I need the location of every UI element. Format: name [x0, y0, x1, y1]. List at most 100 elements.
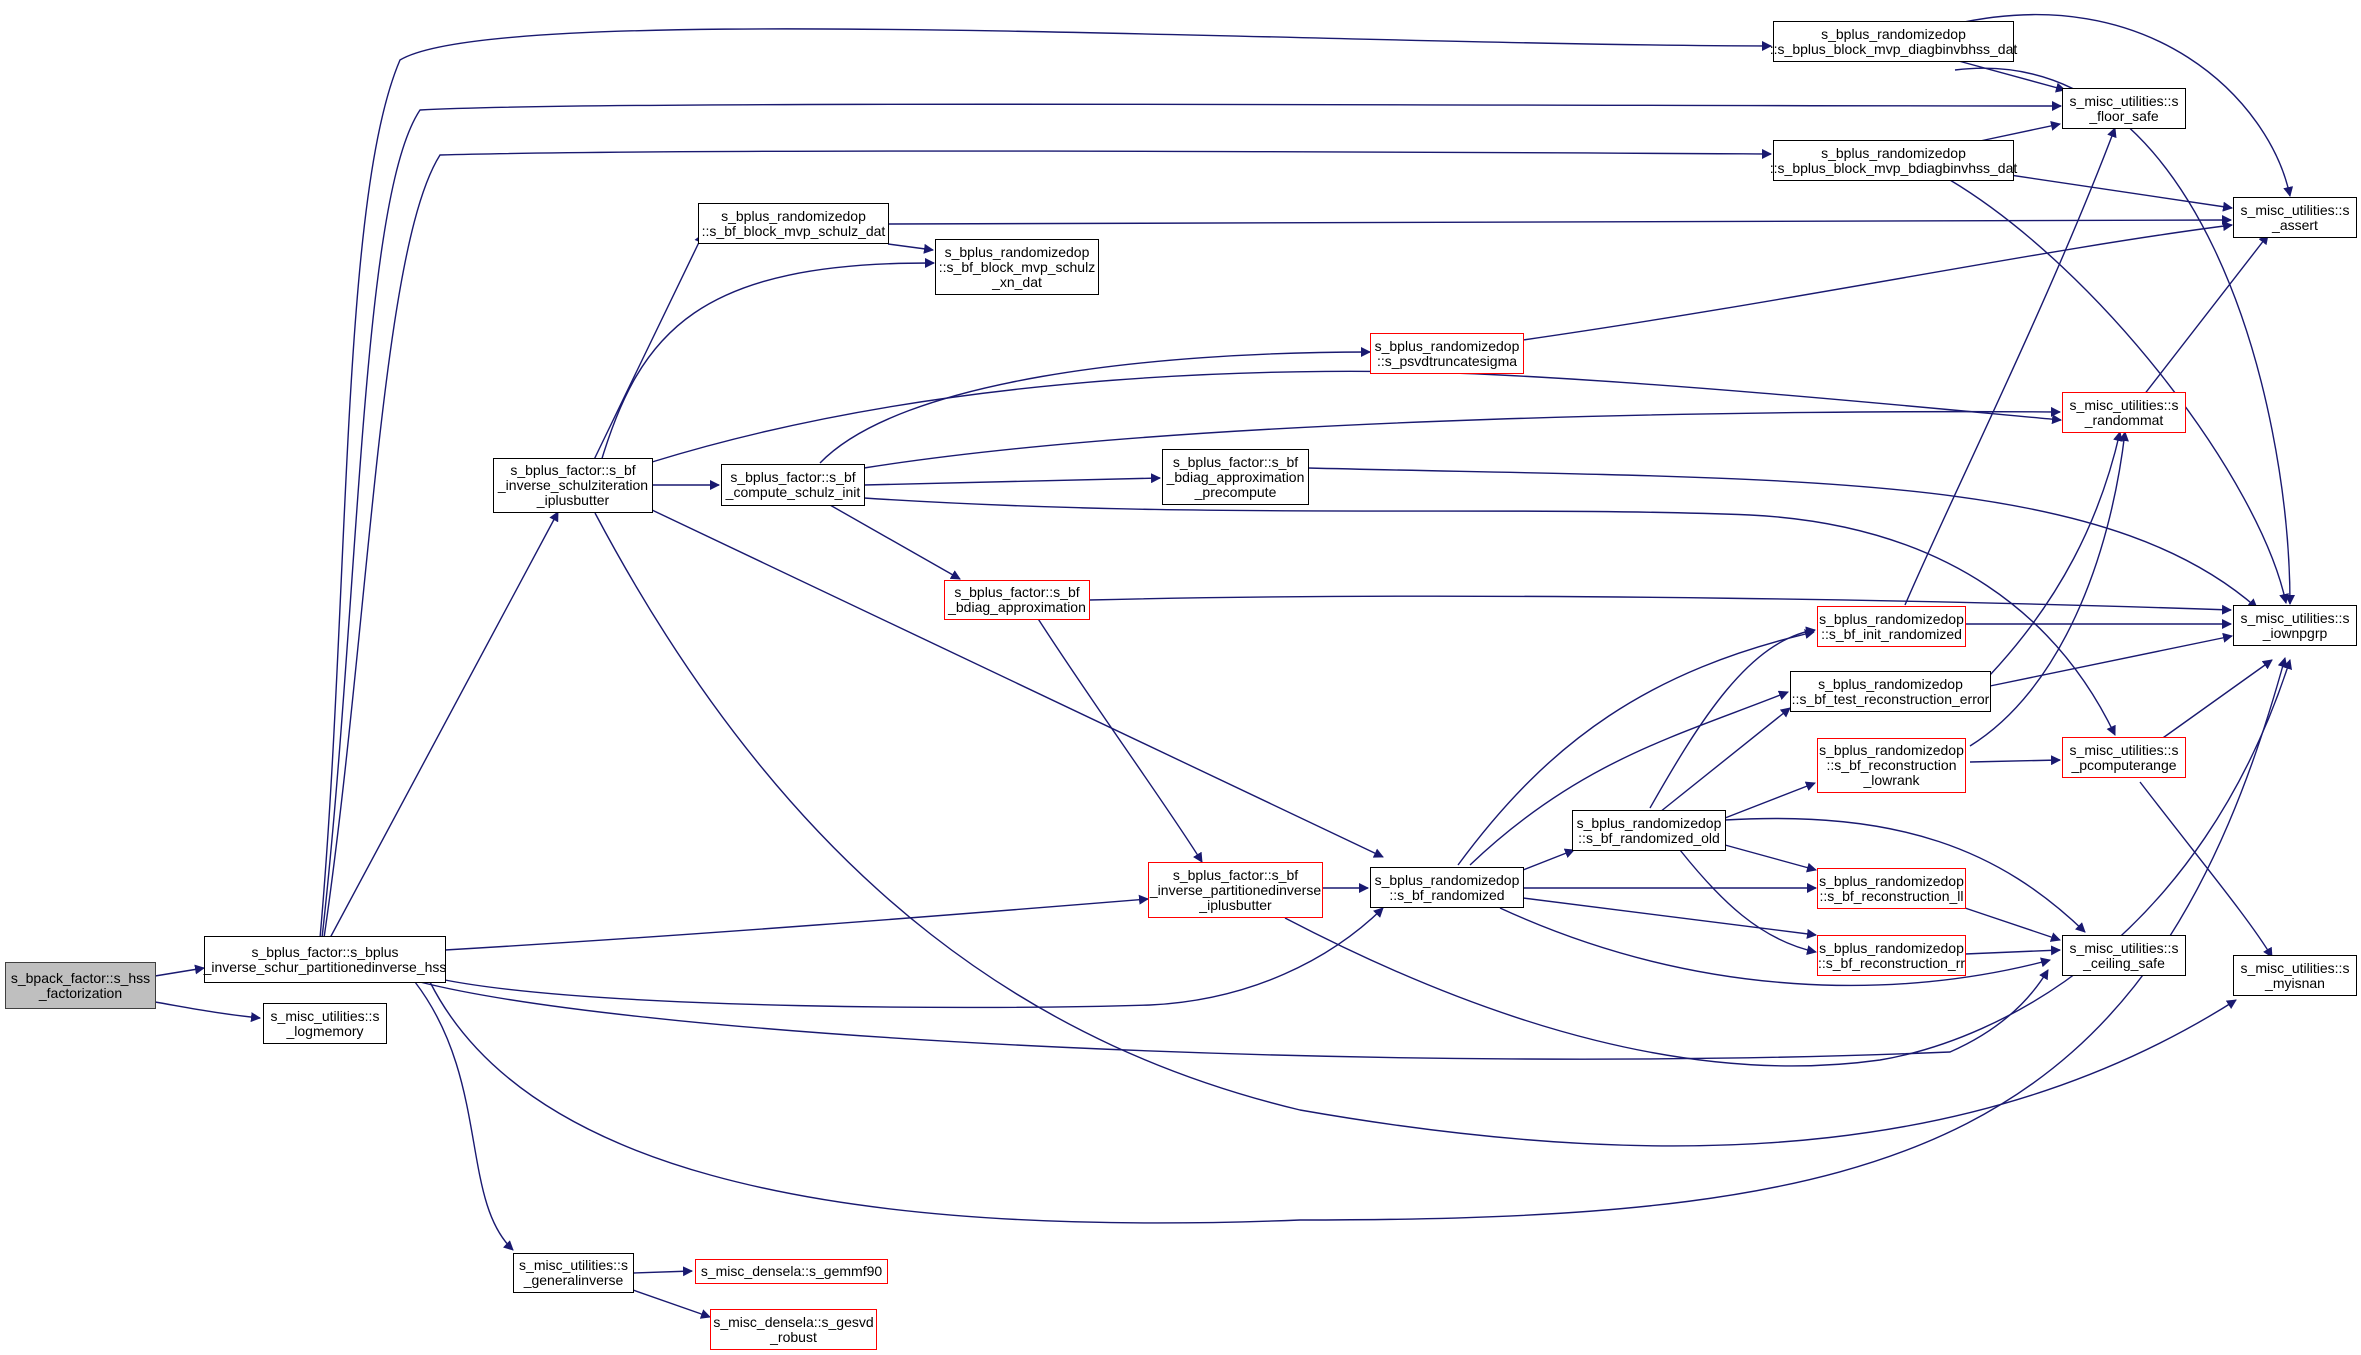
- edge-genin-gesvd: [632, 1289, 711, 1319]
- edge-initrand-floor: [1904, 127, 2117, 606]
- node-line: _bdiag_approximation: [1166, 468, 1305, 485]
- edge-root-hss: [154, 964, 205, 977]
- edge-hss-bfrand: [444, 907, 1384, 1009]
- node-line: _precompute: [1194, 483, 1277, 500]
- node-line: _xn_dat: [992, 273, 1042, 290]
- node-s-bplus-block-mvp-diagbinvbhss-dat[interactable]: s_bplus_randomizedop ::s_bplus_block_mvp…: [1770, 21, 2017, 62]
- edge-mvpschulz-mvpxn: [887, 243, 934, 254]
- node-line: _inverse_schur_partitionedinverse_hss: [203, 958, 447, 975]
- node-line: s_bplus_randomizedop: [1819, 610, 1964, 627]
- node-s-bplus-inverse-schur-partitionedinverse-hss[interactable]: s_bplus_factor::s_bplus _inverse_schur_p…: [204, 936, 446, 983]
- node-s-ceiling-safe[interactable]: s_misc_utilities::s _ceiling_safe: [2062, 935, 2186, 976]
- node-s-assert[interactable]: s_misc_utilities::s _assert: [2233, 197, 2357, 238]
- edge-testrec-iownpgrp: [1989, 632, 2233, 687]
- node-s-bf-bdiag-approximation-precompute[interactable]: s_bplus_factor::s_bf _bdiag_approximatio…: [1162, 449, 1309, 505]
- node-s-gesvd-robust[interactable]: s_misc_densela::s_gesvd _robust: [710, 1309, 877, 1350]
- node-s-bf-init-randomized[interactable]: s_bplus_randomizedop ::s_bf_init_randomi…: [1817, 606, 1966, 647]
- node-line: ::s_bf_reconstruction: [1826, 757, 1957, 773]
- node-line: s_bpack_factor::s_hss: [10, 969, 151, 986]
- edge-rbold-reclowrank: [1724, 781, 1816, 819]
- node-s-bf-randomized[interactable]: s_bplus_randomizedop ::s_bf_randomized: [1370, 867, 1524, 908]
- node-line: s_bplus_randomizedop: [1819, 742, 1964, 758]
- edge-diagbin-iownpgrp: [1954, 67, 2295, 605]
- node-s-logmemory[interactable]: s_misc_utilities::s _logmemory: [263, 1003, 387, 1044]
- node-line: s_misc_utilities::s: [2240, 609, 2350, 626]
- node-line: _myisnan: [2265, 974, 2325, 991]
- edge-partinv-iownpgrp: [1284, 659, 2293, 1067]
- edge-bdiagbin-iownpgrp: [1949, 179, 2290, 604]
- node-line: _factorization: [38, 984, 123, 1001]
- node-line: s_bplus_randomizedop: [1374, 337, 1520, 354]
- node-line: ::s_bf_randomized_old: [1578, 829, 1720, 846]
- node-line: s_bplus_factor::s_bf: [954, 584, 1080, 600]
- node-s-bf-block-mvp-schulz-dat[interactable]: s_bplus_randomizedop ::s_bf_block_mvp_sc…: [698, 203, 889, 244]
- node-line: s_bplus_randomizedop: [1818, 675, 1963, 692]
- node-line: ::s_bf_reconstruction_ll: [1819, 887, 1964, 904]
- edge-bdiagpre-iownpgrp: [1307, 467, 2258, 609]
- edge-diagbin-floor: [1954, 59, 2066, 93]
- node-line: _inverse_schulziteration: [497, 477, 649, 493]
- edge-pcompute-iownpgrp: [2159, 659, 2273, 741]
- edge-hss-partinv: [444, 894, 1149, 951]
- node-line: _compute_schulz_init: [725, 484, 861, 500]
- edge-psvd-assert: [1522, 221, 2233, 341]
- edge-genin-gemm: [632, 1266, 693, 1277]
- node-s-bf-inverse-schulziteration-iplusbutter[interactable]: s_bplus_factor::s_bf _inverse_schulziter…: [493, 458, 653, 513]
- node-s-bf-randomized-old[interactable]: s_bplus_randomizedop ::s_bf_randomized_o…: [1572, 810, 1726, 851]
- node-line: _pcomputerange: [2071, 756, 2177, 773]
- edge-schulz-mvpschulz: [589, 233, 704, 469]
- node-line: _bdiag_approximation: [948, 599, 1086, 615]
- node-s-bf-reconstruction-rr[interactable]: s_bplus_randomizedop ::s_bf_reconstructi…: [1817, 935, 1966, 976]
- edge-pcompute-myisnan: [2139, 781, 2273, 958]
- node-s-bf-compute-schulz-init[interactable]: s_bplus_factor::s_bf _compute_schulz_ini…: [721, 464, 865, 506]
- node-line: s_misc_utilities::s: [270, 1007, 380, 1024]
- node-line: s_bplus_factor::s_bplus: [251, 943, 399, 960]
- node-s-bf-inverse-partitionedinverse-iplusbutter[interactable]: s_bplus_factor::s_bf _inverse_partitione…: [1148, 862, 1323, 918]
- node-s-gemmf90[interactable]: s_misc_densela::s_gemmf90: [695, 1259, 888, 1284]
- edge-recll-ceiling: [1964, 907, 2061, 942]
- node-s-bplus-block-mvp-bdiagbinvhss-dat[interactable]: s_bplus_randomizedop ::s_bplus_block_mvp…: [1770, 140, 2017, 181]
- node-line: s_bplus_randomizedop: [1819, 872, 1964, 889]
- node-s-bf-test-reconstruction-error[interactable]: s_bplus_randomizedop ::s_bf_test_reconst…: [1790, 671, 1991, 712]
- node-s-bf-bdiag-approximation[interactable]: s_bplus_factor::s_bf _bdiag_approximatio…: [944, 580, 1090, 620]
- node-line: s_bplus_randomizedop: [1819, 939, 1964, 956]
- node-s-pcomputerange[interactable]: s_misc_utilities::s _pcomputerange: [2062, 737, 2186, 778]
- edge-bdiagbin-floor: [1979, 120, 2061, 142]
- node-line: ::s_bf_test_reconstruction_error: [1791, 690, 1990, 707]
- node-line: s_misc_utilities::s: [2069, 396, 2179, 413]
- node-s-randommat[interactable]: s_misc_utilities::s _randommat: [2062, 392, 2186, 433]
- node-line: s_bplus_factor::s_bf: [510, 462, 636, 478]
- edge-bfrand-recrr: [1522, 897, 1817, 939]
- edge-testrec-randommat: [1989, 431, 2123, 676]
- node-s-psvdtruncatesigma[interactable]: s_bplus_randomizedop ::s_psvdtruncatesig…: [1370, 333, 1524, 374]
- node-s-bf-reconstruction-ll[interactable]: s_bplus_randomizedop ::s_bf_reconstructi…: [1817, 868, 1966, 909]
- edge-hss-bdiagbin: [323, 148, 1772, 939]
- edge-hss-genin: [414, 981, 514, 1251]
- edge-root-logmem: [154, 1001, 261, 1023]
- edge-randommat-assert: [2139, 234, 2269, 401]
- edge-bfrand-initrand: [1457, 629, 1815, 866]
- node-s-bf-reconstruction-lowrank[interactable]: s_bplus_randomizedop ::s_bf_reconstructi…: [1817, 738, 1966, 793]
- node-line: s_misc_utilities::s: [519, 1257, 628, 1273]
- node-line: s_bplus_randomizedop: [944, 243, 1090, 260]
- node-line: s_misc_densela::s_gemmf90: [700, 1263, 883, 1279]
- edge-compute-pcompute: [863, 497, 2116, 736]
- edge-hss-floor: [321, 100, 2062, 939]
- node-line: s_bplus_factor::s_bf: [1172, 866, 1299, 883]
- node-s-myisnan[interactable]: s_misc_utilities::s _myisnan: [2233, 955, 2357, 996]
- node-s-generalinverse[interactable]: s_misc_utilities::s _generalinverse: [513, 1253, 634, 1293]
- node-s-iownpgrp[interactable]: s_misc_utilities::s _iownpgrp: [2233, 605, 2357, 646]
- node-s-bf-block-mvp-schulz-xn-dat[interactable]: s_bplus_randomizedop ::s_bf_block_mvp_sc…: [935, 239, 1099, 295]
- node-line: s_bplus_randomizedop: [1374, 871, 1520, 888]
- edge-hss-diagbin: [319, 28, 1772, 939]
- edge-schulz-mvpxn: [599, 257, 935, 466]
- node-line: s_misc_utilities::s: [2069, 939, 2179, 956]
- node-line: s_bplus_randomizedop: [1821, 25, 1966, 42]
- edge-bdiag-iownpgrp: [1088, 595, 2232, 615]
- node-line: s_misc_utilities::s: [2240, 201, 2350, 218]
- edge-rbold-initrand: [1649, 626, 1816, 809]
- edge-bfrand-ceiling: [1499, 907, 2051, 987]
- node-s-floor-safe[interactable]: s_misc_utilities::s _floor_safe: [2062, 88, 2186, 129]
- edge-reclowrank-randommat: [1969, 431, 2129, 747]
